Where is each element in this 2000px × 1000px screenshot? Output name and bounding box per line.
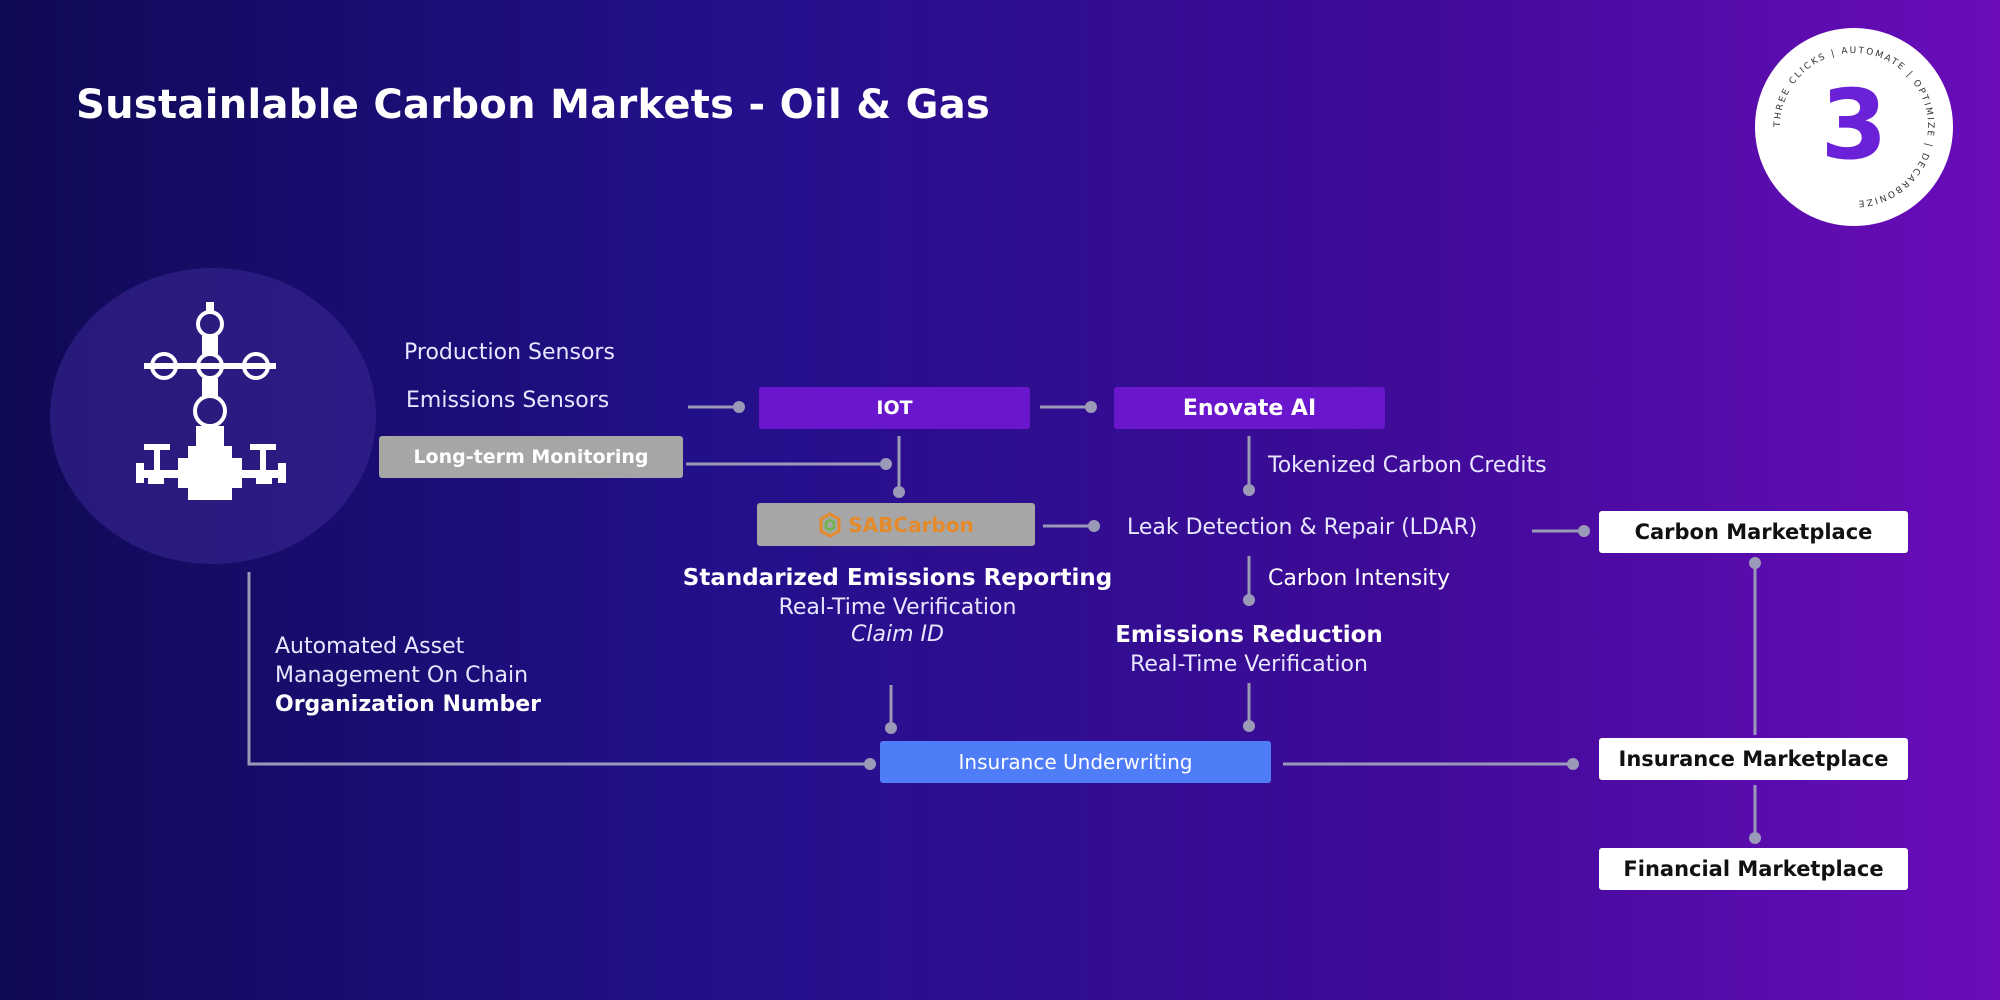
- sabcarbon-box: SABCarbon: [757, 503, 1035, 546]
- asset-management-line1: Automated Asset: [275, 634, 465, 659]
- insurance-marketplace-box: Insurance Marketplace: [1599, 738, 1908, 780]
- iot-box: IOT: [759, 387, 1030, 429]
- emissions-reduction-line1: Real-Time Verification: [1130, 652, 1368, 677]
- emissions-reduction-block: Emissions Reduction Real-Time Verificati…: [1089, 622, 1409, 677]
- organization-number-label: Organization Number: [275, 692, 542, 717]
- asset-management-block: Automated Asset Management On Chain Orga…: [275, 634, 541, 717]
- carbon-marketplace-box: Carbon Marketplace: [1599, 511, 1908, 553]
- financial-marketplace-box: Financial Marketplace: [1599, 848, 1908, 890]
- page-title: Sustainlable Carbon Markets - Oil & Gas: [76, 82, 991, 128]
- sabcarbon-logo-icon: [819, 511, 841, 538]
- emissions-reporting-heading: Standarized Emissions Reporting: [682, 565, 1113, 591]
- wellhead-circle: [50, 268, 376, 564]
- wellhead-icon: [136, 302, 286, 500]
- three-clicks-logo: THREE CLICKS | AUTOMATE | OPTIMIZE | DEC…: [1755, 28, 1953, 226]
- emissions-reporting-block: Standarized Emissions Reporting Real-Tim…: [680, 565, 1115, 647]
- emissions-reduction-heading: Emissions Reduction: [1115, 622, 1383, 648]
- production-sensors-label: Production Sensors: [404, 340, 615, 365]
- carbon-intensity-label: Carbon Intensity: [1268, 566, 1451, 591]
- emissions-reporting-line1: Real-Time Verification: [778, 595, 1017, 620]
- long-term-monitoring-box: Long-term Monitoring: [379, 436, 683, 478]
- asset-management-line2: Management On Chain: [275, 663, 529, 688]
- leak-detection-label: Leak Detection & Repair (LDAR): [1127, 515, 1478, 540]
- sabcarbon-logo-text: SABCarbon: [848, 512, 974, 537]
- emissions-reporting-line2: Claim ID: [851, 622, 944, 647]
- emissions-sensors-label: Emissions Sensors: [406, 388, 610, 413]
- enovate-ai-box: Enovate AI: [1114, 387, 1385, 429]
- logo-number: 3: [1821, 69, 1888, 181]
- tokenized-carbon-credits-label: Tokenized Carbon Credits: [1268, 453, 1547, 478]
- insurance-underwriting-box: Insurance Underwriting: [880, 741, 1271, 783]
